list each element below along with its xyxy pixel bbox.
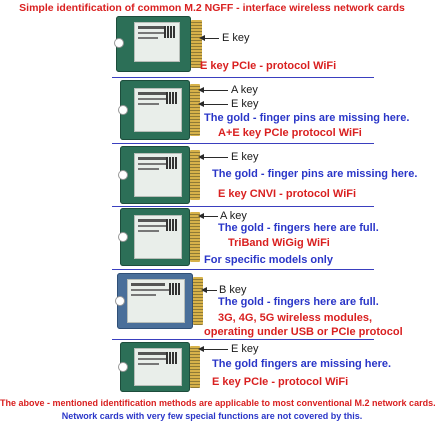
divider	[112, 269, 374, 270]
card-desc-line: The gold - fingers here are full.	[218, 222, 379, 234]
card-desc-line: The gold - finger pins are missing here.	[204, 112, 410, 124]
divider	[112, 143, 374, 144]
wifi-card-image	[118, 208, 190, 266]
key-label: E key	[231, 151, 259, 163]
divider	[112, 206, 374, 207]
pointer-line	[200, 216, 218, 217]
key-label: E key	[222, 32, 250, 44]
key-label: A key	[231, 84, 258, 96]
wifi-card-image	[118, 146, 190, 204]
pointer-arrow	[199, 35, 205, 41]
pointer-line	[201, 38, 219, 39]
card-desc-line: operating under USB or PCIe protocol	[204, 326, 403, 338]
pointer-arrow	[198, 346, 204, 352]
pointer-line	[200, 157, 228, 158]
chip-label	[134, 348, 182, 386]
divider	[112, 339, 374, 340]
wifi-card-image	[118, 80, 190, 140]
wifi-card-image	[114, 16, 191, 72]
mount-hole	[118, 105, 128, 115]
mount-hole	[118, 170, 128, 180]
mount-hole	[114, 38, 124, 48]
gold-fingers	[193, 277, 203, 325]
pointer-arrow	[198, 213, 204, 219]
card-desc-line: The gold - finger pins are missing here.	[212, 168, 418, 180]
gold-fingers	[190, 150, 200, 200]
chip-label	[127, 279, 185, 323]
card-desc-line: E key PCIe - protocol WiFi	[212, 376, 349, 388]
card-desc-line: For specific models only	[204, 254, 333, 266]
pointer-line	[203, 290, 217, 291]
mount-hole	[118, 232, 128, 242]
key-label: B key	[219, 284, 247, 296]
card-desc-line: TriBand WiGig WiFi	[228, 237, 330, 249]
gold-fingers	[191, 20, 202, 68]
divider	[112, 77, 374, 78]
card-desc-line: A+E key PCIe protocol WiFi	[218, 127, 362, 139]
gold-fingers	[190, 346, 200, 388]
footer-note-2: Network cards with very few special func…	[61, 411, 363, 421]
key-label: E key	[231, 343, 259, 355]
pointer-arrow	[198, 154, 204, 160]
key-label: A key	[220, 210, 247, 222]
pointer-line	[200, 90, 228, 91]
key-label: E key	[231, 98, 259, 110]
card-desc-line: The gold fingers are missing here.	[212, 358, 392, 370]
chip-label	[134, 215, 182, 259]
wifi-card-image	[118, 342, 190, 392]
chip-label	[134, 22, 180, 62]
pointer-arrow	[198, 101, 204, 107]
card-desc-line: E key PCIe - protocol WiFi	[200, 60, 337, 72]
pointer-arrow	[198, 87, 204, 93]
wwan-card-image	[115, 273, 193, 329]
footer-note-1: The above - mentioned identification met…	[0, 398, 436, 408]
pointer-line	[200, 104, 228, 105]
card-desc-line: 3G, 4G, 5G wireless modules,	[218, 312, 373, 324]
mount-hole	[115, 296, 125, 306]
gold-fingers	[190, 212, 200, 262]
chip-label	[134, 88, 182, 132]
mount-hole	[118, 362, 128, 372]
page-title: Simple identification of common M.2 NGFF…	[19, 2, 405, 14]
gold-fingers	[190, 84, 200, 136]
card-desc-line: The gold - fingers here are full.	[218, 296, 379, 308]
chip-label	[134, 153, 182, 197]
pointer-line	[200, 349, 228, 350]
card-desc-line: E key CNVI - protocol WiFi	[218, 188, 357, 200]
pointer-arrow	[201, 287, 207, 293]
